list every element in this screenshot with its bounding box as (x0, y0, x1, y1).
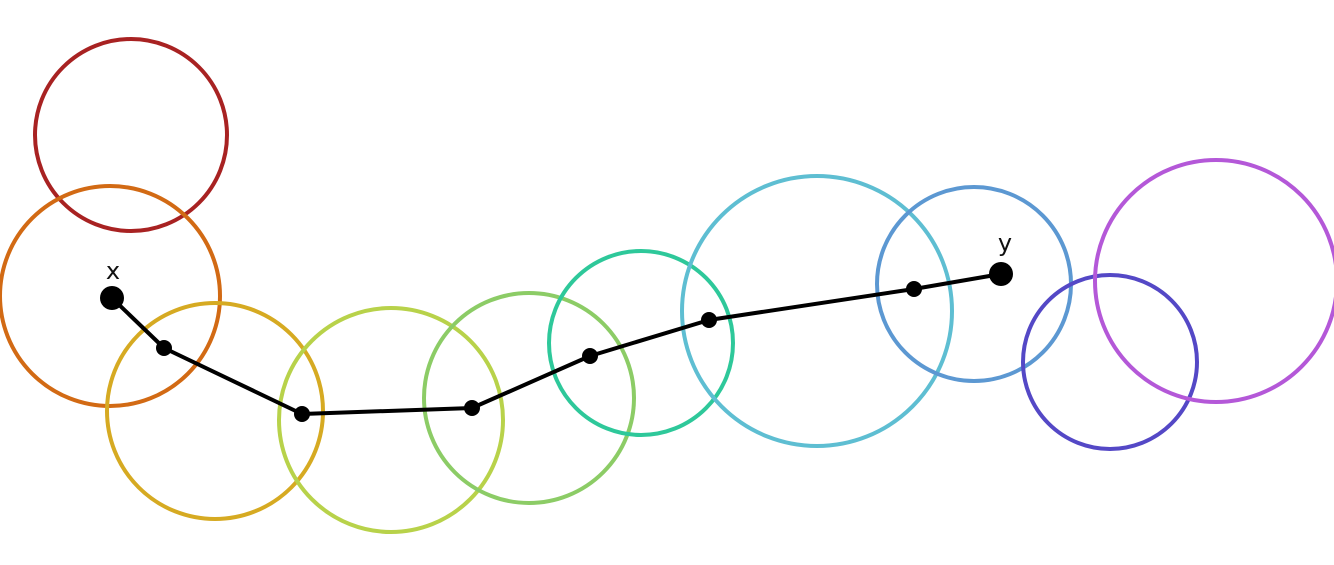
path-waypoint (464, 400, 480, 416)
path-waypoint (294, 406, 310, 422)
circle-6 (547, 249, 735, 437)
path-waypoint (582, 348, 598, 364)
circle-2 (0, 184, 222, 408)
circle-7 (680, 174, 954, 448)
path-waypoint (906, 281, 922, 297)
circle-3 (105, 301, 325, 521)
circle-9 (1021, 273, 1199, 451)
circle-5 (422, 291, 636, 505)
path-waypoint (701, 312, 717, 328)
circle-10 (1093, 158, 1334, 404)
end-label: y (998, 229, 1012, 257)
path-polyline (110, 272, 1003, 416)
circle-8 (875, 185, 1073, 383)
start-point (100, 286, 124, 310)
circle-4 (277, 306, 505, 534)
path-waypoint (156, 340, 172, 356)
start-label: x (106, 257, 120, 285)
path-waypoints (100, 262, 1013, 422)
circle-group (0, 37, 1334, 534)
end-point (989, 262, 1013, 286)
circle-1 (33, 37, 229, 233)
